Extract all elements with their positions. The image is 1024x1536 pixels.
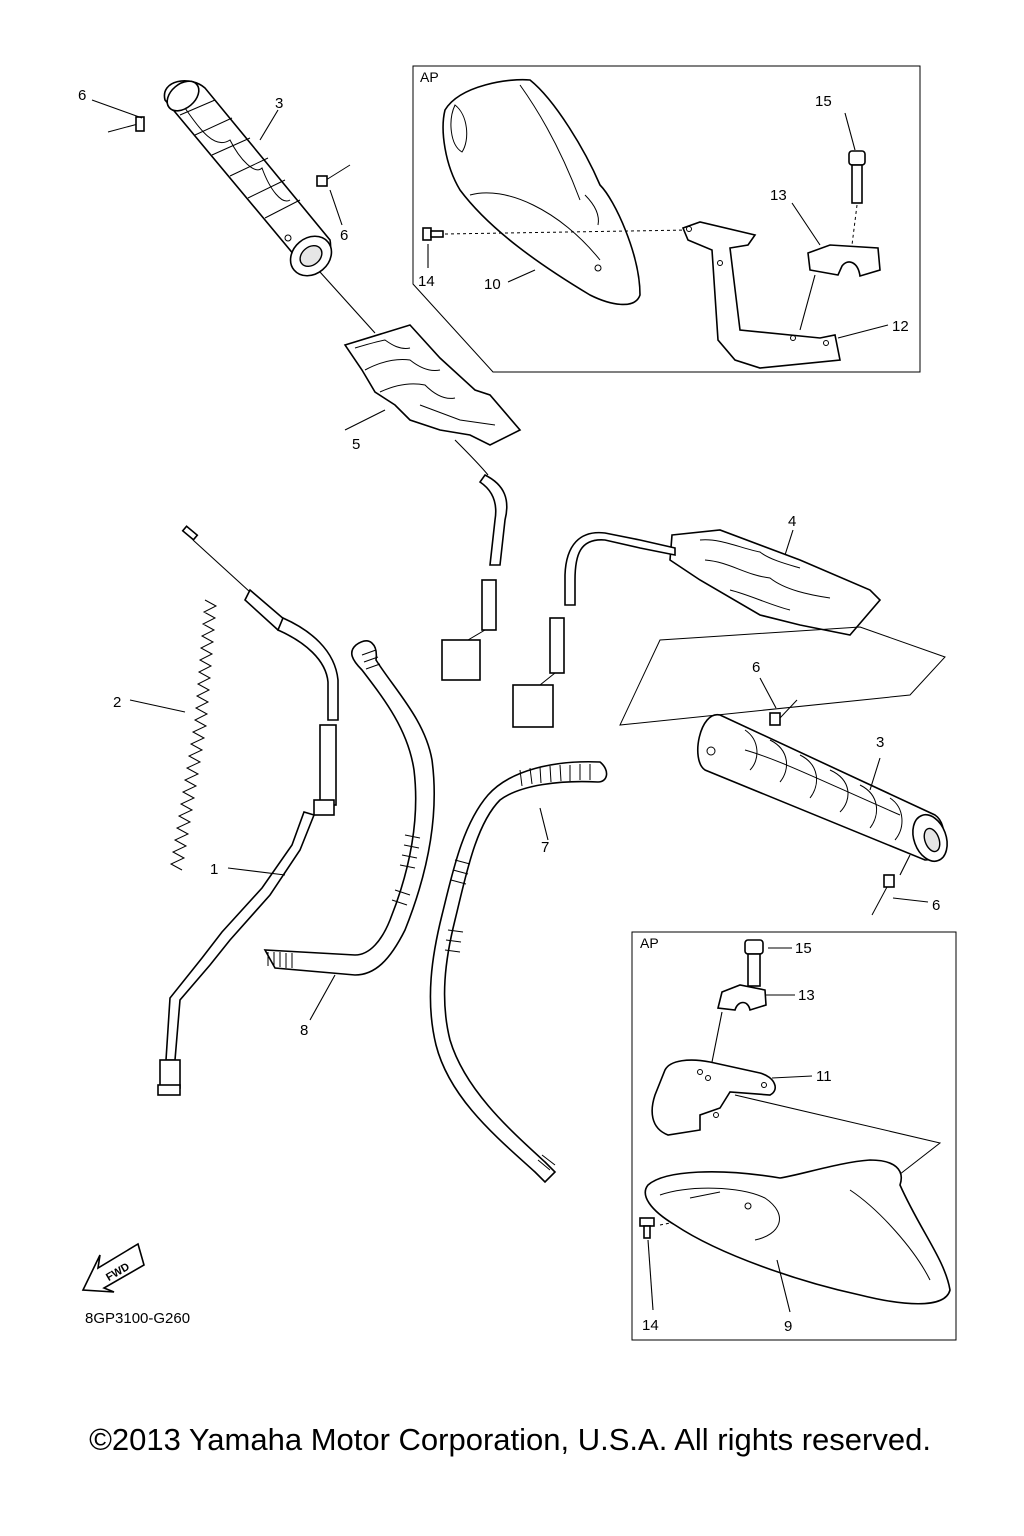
ap-box-top: AP [412, 65, 921, 373]
copyright-notice: ©2013 Yamaha Motor Corporation, U.S.A. A… [89, 1422, 931, 1457]
hose-7: 7 [429, 760, 608, 1184]
spring-2: 2 [113, 599, 218, 871]
diagram-code: 8GP3100-G260 [85, 1310, 190, 1327]
pin-6-top-left [107, 116, 145, 133]
callout-4: 4 [788, 513, 796, 530]
grip-3-right [697, 714, 948, 863]
callout-7: 7 [541, 839, 549, 856]
callout-3-top: 3 [275, 95, 283, 112]
callout-1: 1 [210, 861, 218, 878]
callout-9: 9 [784, 1318, 792, 1335]
fwd-arrow-icon: FWD [81, 1242, 145, 1293]
clamp-13-bottom [717, 984, 767, 1012]
bracket-12 [681, 221, 841, 369]
screw-14-top [422, 227, 444, 241]
cable-1: 1 [157, 525, 339, 1096]
callout-13-bottom: 13 [798, 987, 815, 1004]
ap-box-bottom: AP 15 13 11 [631, 931, 957, 1341]
heater-4-wire [512, 531, 676, 728]
callout-6-mid: 6 [752, 659, 760, 676]
clamp-13-top [807, 244, 881, 278]
pin-6-bottom [871, 874, 895, 916]
pin-6-top-right [316, 164, 351, 187]
hand-guard-10 [442, 78, 641, 306]
bolt-15-bottom [744, 939, 764, 987]
hose-8: 8 [263, 640, 435, 1039]
screw-14-bottom [639, 1217, 655, 1239]
callout-15-bottom: 15 [795, 940, 812, 957]
ap-label-bottom: AP [640, 935, 659, 951]
callout-13-top: 13 [770, 187, 787, 204]
heater-element-5: 5 [343, 324, 522, 453]
heater-element-4: 4 [669, 513, 882, 636]
callout-5: 5 [352, 436, 360, 453]
grip-3-top [163, 80, 333, 277]
bracket-11 [651, 1059, 776, 1136]
callout-6-top-right: 6 [340, 227, 348, 244]
callout-14-top: 14 [418, 273, 435, 290]
ap-label-top: AP [420, 69, 439, 85]
callout-8: 8 [300, 1022, 308, 1039]
callout-11: 11 [816, 1068, 832, 1085]
callout-3-right: 3 [876, 734, 884, 751]
bolt-15-top [848, 150, 866, 204]
callout-10: 10 [484, 276, 501, 293]
callout-6-bottom: 6 [932, 897, 940, 914]
callout-14-bottom: 14 [642, 1317, 659, 1334]
callout-12: 12 [892, 318, 909, 335]
callout-15-top: 15 [815, 93, 832, 110]
callout-6-top-left: 6 [78, 87, 86, 104]
callout-2: 2 [113, 694, 121, 711]
pin-6-mid [769, 699, 798, 726]
hand-guard-9 [644, 1159, 951, 1305]
heater-5-wire [441, 439, 508, 681]
